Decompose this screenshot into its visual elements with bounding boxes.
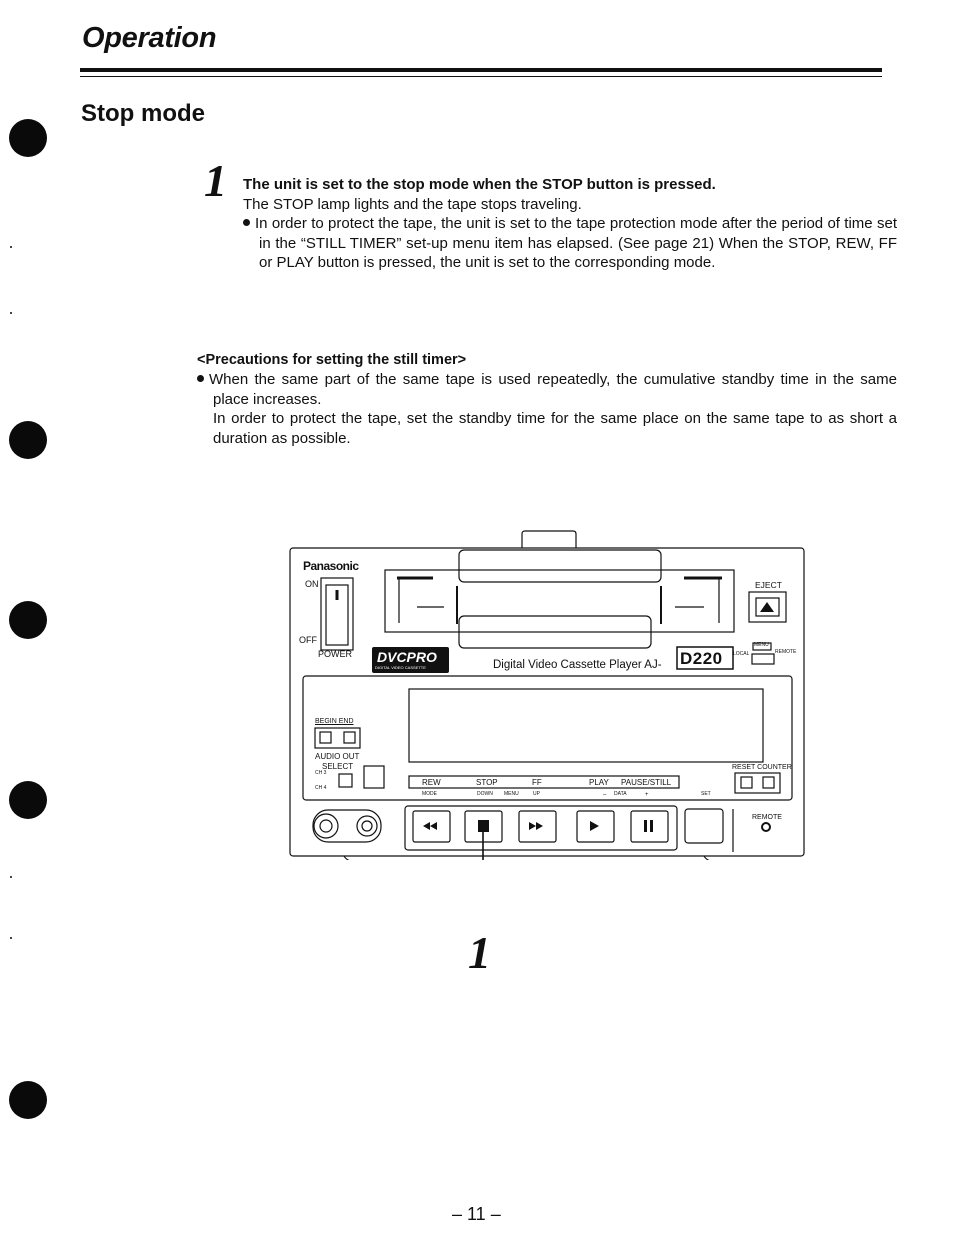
lower-panel bbox=[302, 675, 793, 801]
scan-speck bbox=[10, 246, 12, 248]
dvcpro-logo: DVCPRO bbox=[377, 649, 437, 665]
function-label-bar bbox=[408, 775, 680, 789]
ch4-label: CH 4 bbox=[315, 785, 327, 791]
play-label: PLAY bbox=[589, 778, 609, 787]
remote-label: REMOTE bbox=[752, 814, 782, 821]
bullet-dot bbox=[197, 375, 204, 382]
power-label: POWER bbox=[318, 649, 353, 659]
eject-label: EJECT bbox=[755, 580, 782, 590]
pause-button bbox=[630, 810, 669, 843]
select-button bbox=[363, 765, 385, 789]
pause-still-label: PAUSE/STILL bbox=[621, 778, 672, 787]
brand-logo: Panasonic bbox=[303, 559, 359, 573]
power-on-label: ON bbox=[305, 579, 319, 589]
rew-icon bbox=[430, 822, 437, 830]
down-label: DOWN bbox=[477, 791, 493, 797]
scan-speck bbox=[10, 312, 12, 314]
rew-label: REW bbox=[422, 778, 441, 787]
top-tab bbox=[521, 530, 577, 548]
scan-speck bbox=[10, 937, 12, 939]
ff-button bbox=[518, 810, 557, 843]
set-label: SET bbox=[701, 791, 711, 797]
callout-number: 1 bbox=[468, 927, 491, 978]
pause-icon bbox=[650, 820, 653, 832]
stop-label: STOP bbox=[476, 778, 498, 787]
set-button bbox=[684, 808, 724, 844]
reset-counter-buttons bbox=[734, 772, 781, 794]
cassette-door-upper bbox=[458, 549, 662, 583]
select-label: SELECT bbox=[322, 762, 354, 771]
model-number: D220 bbox=[680, 649, 723, 668]
plus-label: + bbox=[645, 792, 649, 798]
page-number: – 11 – bbox=[452, 1204, 501, 1224]
header-rule bbox=[80, 68, 882, 72]
precautions-line1: When the same part of the same tape is u… bbox=[209, 371, 897, 408]
minus-label: – bbox=[603, 792, 607, 798]
eject-button bbox=[748, 591, 787, 623]
step-description: The STOP lamp lights and the tape stops … bbox=[243, 196, 582, 213]
power-switch-inner bbox=[325, 584, 349, 646]
stop-icon bbox=[478, 820, 489, 832]
step-bullet-text: In order to protect the tape, the unit i… bbox=[255, 215, 897, 272]
precautions-bullet: When the same part of the same tape is u… bbox=[197, 370, 897, 448]
step-number: 1 bbox=[204, 155, 227, 206]
bullet-dot bbox=[243, 219, 250, 226]
device-body bbox=[289, 547, 805, 857]
audio-out-label: AUDIO OUT bbox=[315, 752, 360, 761]
punch-hole bbox=[9, 119, 47, 157]
header-rule-thin bbox=[80, 76, 882, 77]
play-button bbox=[576, 810, 615, 843]
play-icon bbox=[590, 821, 599, 831]
display-window bbox=[408, 688, 764, 763]
reset-counter-label: RESET COUNTER bbox=[732, 764, 792, 771]
punch-hole bbox=[9, 601, 47, 639]
transport-bar bbox=[404, 805, 678, 851]
product-name: Digital Video Cassette Player AJ- bbox=[493, 659, 662, 671]
section-title: Stop mode bbox=[81, 100, 205, 127]
ff-icon bbox=[536, 822, 543, 830]
begin-end-label: BEGIN END bbox=[315, 718, 354, 725]
precautions-line2: In order to protect the tape, set the st… bbox=[213, 410, 897, 447]
punch-hole bbox=[9, 1081, 47, 1119]
precautions-title: <Precautions for setting the still timer… bbox=[197, 352, 467, 368]
cassette-door-lower bbox=[458, 615, 652, 649]
punch-hole bbox=[9, 781, 47, 819]
remote-switch-label: REMOTE bbox=[775, 649, 797, 655]
power-switch bbox=[320, 577, 354, 651]
cassette-slot bbox=[384, 569, 735, 633]
device-illustration: Panasonic ON OFF POWER DVCPRO DIGITAL VI… bbox=[289, 530, 806, 860]
remote-led bbox=[761, 822, 771, 832]
up-label: UP bbox=[533, 791, 540, 797]
model-box bbox=[676, 646, 734, 670]
rew-button bbox=[412, 810, 451, 843]
device-drawing bbox=[289, 530, 805, 860]
data-label: DATA bbox=[614, 791, 627, 797]
menu-label: MENU bbox=[754, 642, 769, 648]
mode-label: MODE bbox=[422, 791, 437, 797]
step-bullet: In order to protect the tape, the unit i… bbox=[243, 214, 897, 273]
menu-small-label: MENU bbox=[504, 791, 519, 797]
scan-speck bbox=[10, 876, 12, 878]
ch3-label: CH 3 bbox=[315, 770, 327, 776]
local-label: LOCAL bbox=[733, 651, 750, 657]
ff-label: FF bbox=[532, 778, 542, 787]
punch-hole bbox=[9, 421, 47, 459]
dvcpro-logo-box bbox=[372, 647, 449, 673]
dvcpro-subtitle: DIGITAL VIDEO CASSETTE bbox=[375, 665, 426, 670]
power-off-label: OFF bbox=[299, 635, 317, 645]
eject-icon bbox=[760, 602, 774, 612]
begin-end-buttons bbox=[314, 727, 361, 749]
step-heading: The unit is set to the stop mode when th… bbox=[243, 176, 716, 193]
header-title: Operation bbox=[82, 22, 217, 54]
